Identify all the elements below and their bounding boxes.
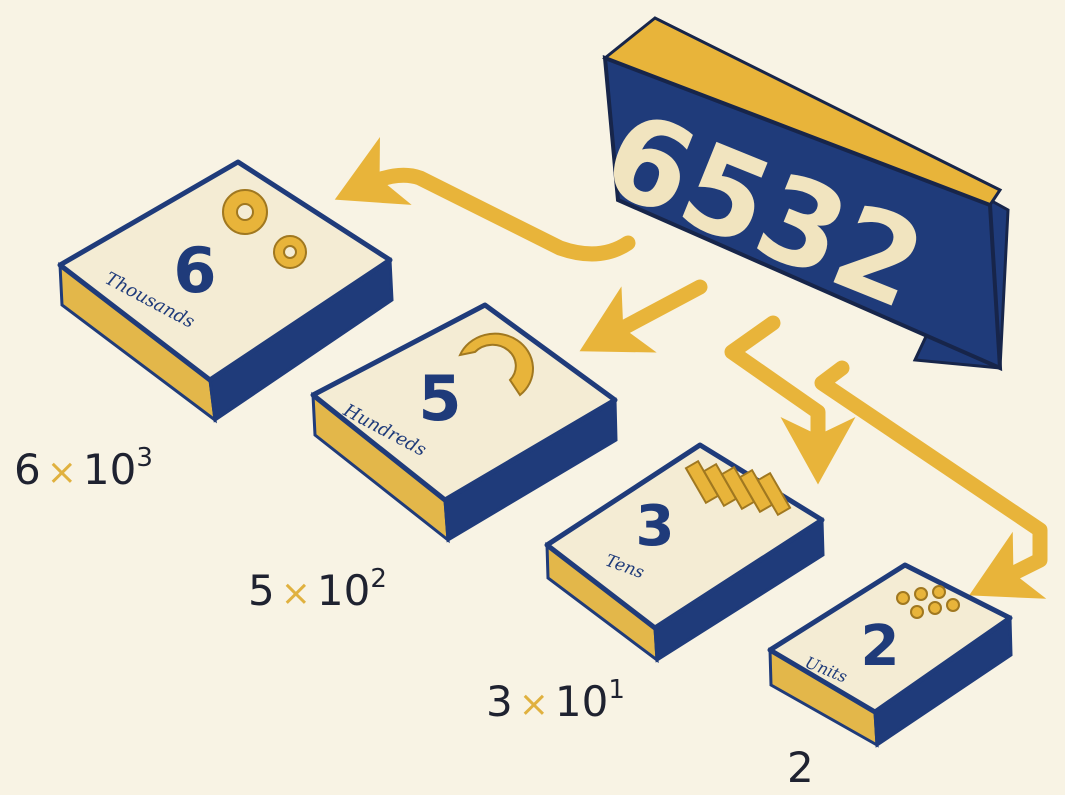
expr-thousands-base: 10 (83, 445, 136, 494)
tile-hundreds: 5 Hundreds (313, 305, 616, 540)
arrow-tens (732, 323, 818, 450)
expr-hundreds: 5×102 (248, 566, 387, 612)
expr-units-coef: 2 (787, 743, 814, 792)
times-icon: × (281, 573, 311, 614)
expr-tens: 3×101 (486, 677, 625, 723)
tile-units-digit: 2 (861, 614, 900, 679)
tile-hundreds-digit: 5 (418, 362, 461, 435)
tile-tens-digit: 3 (636, 494, 675, 559)
expr-thousands-coef: 6 (14, 445, 41, 494)
expr-thousands: 6×103 (14, 445, 153, 491)
tile-units: 2 Units (770, 565, 1011, 745)
expr-tens-base: 10 (555, 677, 608, 726)
expr-hundreds-coef: 5 (248, 566, 275, 615)
arrow-units (822, 368, 1040, 580)
expr-hundreds-base: 10 (317, 566, 370, 615)
times-icon: × (519, 684, 549, 725)
arrow-hundreds (610, 287, 700, 335)
expr-tens-exp: 1 (608, 675, 625, 705)
expr-tens-coef: 3 (486, 677, 513, 726)
times-icon: × (47, 452, 77, 493)
expr-hundreds-exp: 2 (370, 564, 387, 594)
arrow-thousands (366, 175, 628, 254)
tile-tens: 3 Tens (547, 445, 823, 660)
expr-thousands-exp: 3 (136, 443, 153, 473)
expr-units: 2 (787, 747, 814, 789)
tile-thousands-digit: 6 (173, 234, 216, 307)
